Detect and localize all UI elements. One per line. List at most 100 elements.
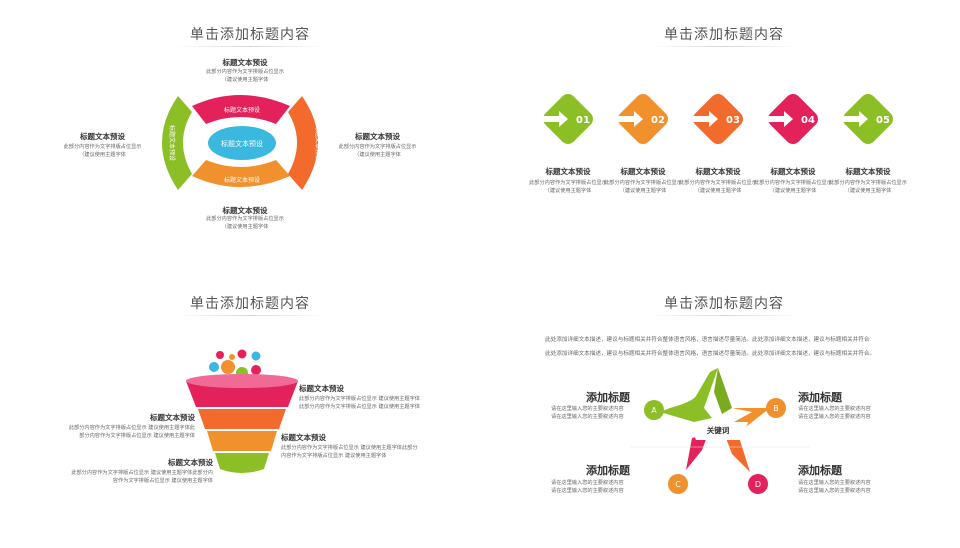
q1-top-title: 标题文本预设 xyxy=(222,58,268,67)
q3-item-2-title: 标题文本预设 xyxy=(150,413,195,422)
q3-item-3-title: 标题文本预设 xyxy=(281,433,326,442)
q4-item-b-title: 添加标题 xyxy=(798,391,842,404)
q4-letter-c: C xyxy=(675,480,681,489)
q3-funnel-layer-1 xyxy=(186,381,298,407)
q4-letter-d: D xyxy=(755,480,761,489)
q1-ring-diagram: 标题文本预设 标题文本预设 标题文本预设 标题文本预设 标题文本预设 xyxy=(162,95,322,190)
arrow-right-icon xyxy=(839,111,868,127)
q4-star-center xyxy=(690,422,748,440)
q2-step-diamond: 03 xyxy=(689,94,743,144)
q1-bottom-title: 标题文本预设 xyxy=(222,206,268,215)
q2-step-title: 标题文本预设 xyxy=(770,167,816,176)
q2-step-diamond: 01 xyxy=(539,94,593,144)
q2-step-desc: 此部分内容作为文字排版占位显示 （建议使用主题字体 xyxy=(754,180,832,194)
q2-step-title: 标题文本预设 xyxy=(695,167,741,176)
q2-step: 03 xyxy=(685,86,751,152)
q3-funnel-layer-3 xyxy=(207,431,277,451)
q4-circle-b xyxy=(766,398,786,418)
q1-left-title: 标题文本预设 xyxy=(80,132,125,141)
q4-intro: 此处添加详细文本描述，建议与标题相关并符合整体语言风格，语言描述尽量简洁。此处添… xyxy=(545,337,876,357)
q3-item-1-desc: 此部分内容作为文字排版占位显示 建议使用主题字体 此部分内容作为文字排版占位显示… xyxy=(299,396,420,410)
q4-circle-d xyxy=(748,474,768,494)
q1-title-underline xyxy=(175,46,325,47)
q3-item-4-desc: 此部分内容作为文字排版占位显示 建议使用主题字体此部分内 容作为文字排版占位显示… xyxy=(71,470,213,484)
q2-step-diamond: 04 xyxy=(764,94,818,144)
q2-step-diamond: 05 xyxy=(839,94,893,144)
q3-ball xyxy=(229,354,235,360)
arrow-right-icon xyxy=(539,111,568,127)
q3-ball xyxy=(221,360,235,374)
q1-right-desc: 此部分内容作为文字排版占位显示 （建议使用主题字体 xyxy=(338,144,417,158)
q2-step: 01 xyxy=(535,86,601,152)
q4-star-arm-top xyxy=(714,368,732,414)
q4-item-d-desc: 请在这里输入您的主要叙述内容 请在这里输入您的主要叙述内容 xyxy=(798,480,871,494)
q4-star-diagram: 关键词 A B C D xyxy=(630,368,810,494)
q2-step: 05 xyxy=(835,86,901,152)
q1-center-ellipse xyxy=(208,126,276,160)
arrow-right-icon xyxy=(764,111,793,127)
q1-seg-top xyxy=(192,95,290,124)
q3-item-2-desc: 此部分内容作为文字排版占位显示 建议使用主题字体此 部分内容作为文字排版占位显示… xyxy=(68,425,195,439)
q2-step-num: 04 xyxy=(801,115,815,126)
q1-left-desc: 此部分内容作为文字排版占位显示 （建议使用主题字体 xyxy=(63,144,142,158)
arrow-right-icon xyxy=(689,111,718,127)
q1-top-desc: 此部分内容作为文字排版占位显示 （建议使用主题字体 xyxy=(206,69,284,83)
q4-item-c-desc: 请在这里输入您的主要叙述内容 请在这里输入您的主要叙述内容 xyxy=(551,480,624,494)
q2-step-num: 02 xyxy=(651,115,665,126)
q2-step-desc: 此部分内容作为文字排版占位显示 （建议使用主题字体 xyxy=(604,180,682,194)
q4-item-a-title: 添加标题 xyxy=(586,391,630,404)
q4-star-arm-bottom-right xyxy=(726,434,750,472)
q2-step-title: 标题文本预设 xyxy=(845,167,891,176)
q1-bottom-desc: 此部分内容作为文字排版占位显示 （建议使用主题字体 xyxy=(206,216,284,230)
q1-seg-right-label: 标题文本预设 xyxy=(314,125,322,161)
q4-item-b-desc: 请在这里输入您的主要叙述内容 请在这里输入您的主要叙述内容 xyxy=(798,406,871,420)
q2-step-desc: 此部分内容作为文字排版占位显示 （建议使用主题字体 xyxy=(679,180,757,194)
q4-star-arm-top-left xyxy=(670,368,718,408)
q3-item-4-title: 标题文本预设 xyxy=(168,458,213,467)
q2-step-title: 标题文本预设 xyxy=(545,167,591,176)
q3-ball xyxy=(251,351,261,361)
q4-title-underline xyxy=(650,315,800,316)
q3-title-underline xyxy=(175,315,325,316)
q1-seg-bottom-label: 标题文本预设 xyxy=(224,176,260,184)
q3-funnel-layer-4 xyxy=(215,453,269,473)
q2-step-num: 03 xyxy=(726,115,740,126)
q3-item-3-desc: 此部分内容作为文字排版占位显示 建议使用主题字体此部分 内容作为文字排版占位显示… xyxy=(281,445,418,459)
q2-step-num: 05 xyxy=(876,115,890,126)
q2-step-desc: 此部分内容作为文字排版占位显示 （建议使用主题字体 xyxy=(829,180,907,194)
q1-seg-left xyxy=(162,96,192,190)
q2-step-desc: 此部分内容作为文字排版占位显示 （建议使用主题字体 xyxy=(529,180,607,194)
q4-circle-a xyxy=(644,400,664,420)
q1-seg-bottom xyxy=(192,160,290,187)
q4-center-label: 关键词 xyxy=(707,425,730,435)
q2-step-num: 01 xyxy=(576,115,590,126)
q4-item-c-title: 添加标题 xyxy=(586,464,630,477)
q4-title: 单击添加标题内容 xyxy=(664,296,784,312)
q3-ball xyxy=(216,351,224,359)
q2-title-underline xyxy=(650,46,800,47)
q2-title: 单击添加标题内容 xyxy=(664,27,784,43)
q2-step: 04 xyxy=(760,86,826,152)
q1-right-title: 标题文本预设 xyxy=(355,132,400,141)
q4-letter-b: B xyxy=(773,404,779,413)
q1-seg-right xyxy=(288,96,318,190)
q4-star-arm-bottom-left xyxy=(686,434,708,470)
q1-center-label: 标题文本预设 xyxy=(221,139,263,148)
q3-funnel xyxy=(186,349,298,473)
q4-letter-a: A xyxy=(651,406,657,415)
q4-star-arm-left xyxy=(660,408,712,422)
q3-item-1-title: 标题文本预设 xyxy=(299,384,344,393)
q4-item-d-title: 添加标题 xyxy=(798,464,842,477)
q1-title: 单击添加标题内容 xyxy=(190,27,310,43)
q2-step: 02 xyxy=(610,86,676,152)
q3-funnel-layer-2 xyxy=(198,409,286,429)
q2-step-diamond: 02 xyxy=(614,94,668,144)
q4-item-a-desc: 请在这里输入您的主要叙述内容 请在这里输入您的主要叙述内容 xyxy=(551,406,624,420)
q3-ball xyxy=(251,365,261,375)
q1-seg-left-label: 标题文本预设 xyxy=(168,125,176,161)
q3-ball xyxy=(209,362,219,372)
q2-step-title: 标题文本预设 xyxy=(620,167,666,176)
q1-seg-top-label: 标题文本预设 xyxy=(224,106,260,114)
q3-ball xyxy=(237,349,247,359)
q4-circle-c xyxy=(668,474,688,494)
